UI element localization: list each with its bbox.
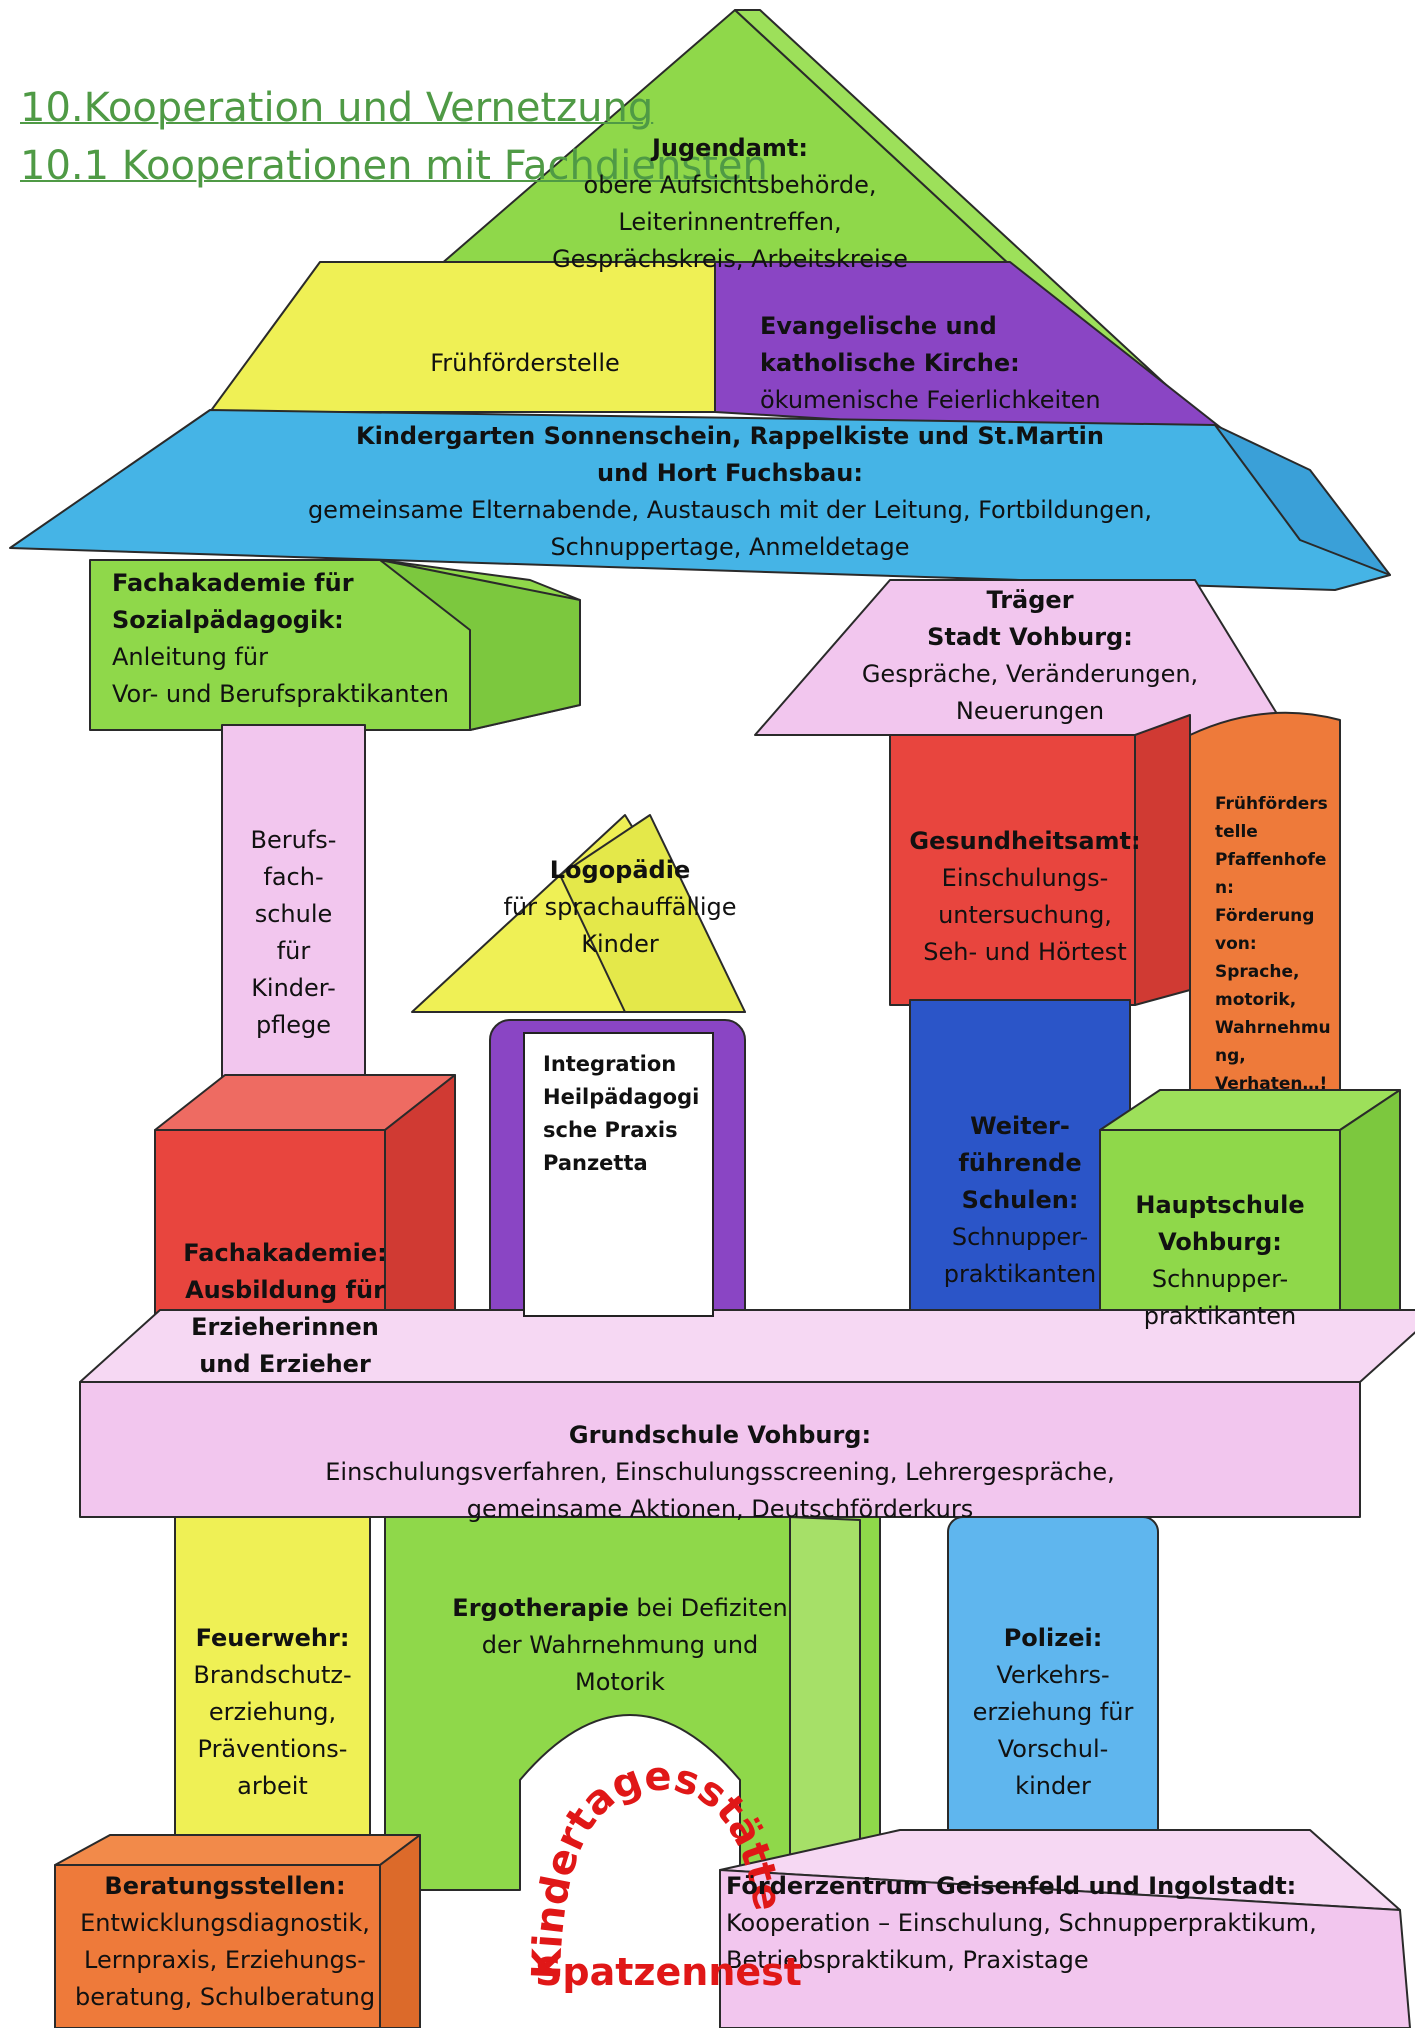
feuerwehr-pillar — [174, 1516, 371, 1848]
hauptschule-label: Hauptschule Vohburg: Schnupper- praktika… — [1135, 1191, 1305, 1330]
integration-label: Integration Heilpädagogi sche Praxis Pan… — [543, 1052, 700, 1175]
ergotherapie-arch — [384, 1516, 881, 1891]
gesundheitsamt-block — [889, 734, 1136, 1006]
grundschule-label: Grundschule Vohburg: Einschulungsverfahr… — [325, 1421, 1115, 1523]
jugendamt-label: Jugendamt: obere Aufsichtsbehörde, Leite… — [552, 134, 908, 273]
beratungsstellen-label: Beratungsstellen: Entwicklungsdiagnostik… — [75, 1872, 376, 2011]
heading-kooperation: 10.Kooperation und Vernetzung — [20, 85, 654, 131]
fruehfoerderstelle-pfaffenhofen-label: Frühförders telle Pfaffenhofe n: Förderu… — [1215, 794, 1331, 1094]
kirche-label: Evangelische und katholische Kirche: öku… — [760, 312, 1101, 414]
fachakademie-sozial-label: Fachakademie für Sozialpädagogik: Anleit… — [112, 569, 449, 708]
fachakademie-label: Fachakademie: Ausbildung für Erzieherinn… — [183, 1239, 387, 1378]
roof-yellow-block — [209, 261, 716, 413]
traeger-label: Träger Stadt Vohburg: Gespräche, Verände… — [861, 586, 1199, 725]
logopaedie-roof-front — [559, 814, 746, 1013]
beratungsstellen-block-side — [379, 1834, 421, 2028]
roof-blue-side — [1214, 424, 1391, 576]
fachakademie-sozial-side — [379, 559, 581, 731]
logopaedie-label: Logopädie für sprachauffällige Kinder — [503, 856, 737, 958]
spatzennest-logo-text: Spatzennest — [535, 1950, 802, 1994]
grundschule-slab — [79, 1381, 1361, 1518]
heading-fachdienste: 10.1 Kooperationen mit Fachdiensten — [20, 143, 768, 189]
feuerwehr-label: Feuerwehr: Brandschutz- erziehung, Präve… — [193, 1624, 352, 1800]
ergotherapie-arch-side — [789, 1516, 861, 1891]
ergotherapie-label: Ergotherapie bei Defiziten der Wahrnehmu… — [452, 1594, 788, 1696]
foerderzentrum-block — [719, 1869, 1411, 2028]
weiterfuehrende-label: Weiter- führende Schulen: Schnupper- pra… — [943, 1112, 1097, 1288]
gesundheitsamt-label: Gesundheitsamt: Einschulungs- untersuchu… — [909, 827, 1141, 966]
berufsfachschule-pillar — [221, 724, 366, 1091]
beratungsstellen-block — [54, 1864, 381, 2028]
fruehfoerderstelle-label: Frühförderstelle — [430, 349, 620, 377]
foerderzentrum-label: Förderzentrum Geisenfeld und Ingolstadt:… — [726, 1872, 1317, 1974]
beratungsstellen-block-top — [54, 1834, 421, 1866]
polizei-label: Polizei: Verkehrs- erziehung für Vorschu… — [972, 1624, 1134, 1800]
berufsfachschule-label: Berufs- fach- schule für Kinder- pflege — [250, 826, 337, 1039]
integration-box: Integration Heilpädagogi sche Praxis Pan… — [523, 1032, 714, 1317]
kindergarten-label: Kindergarten Sonnenschein, Rappelkiste u… — [307, 422, 1153, 561]
